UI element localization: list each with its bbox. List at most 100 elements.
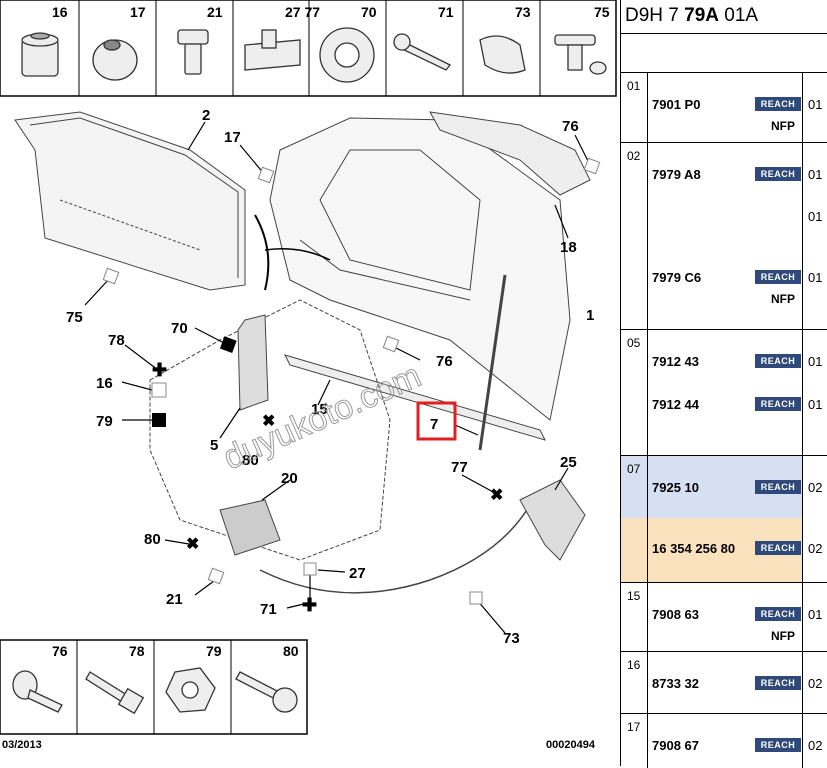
- diagram-canvas: 16 17 21 27 77 70 71 73 75: [0, 0, 617, 751]
- part-qty: 01: [808, 270, 823, 285]
- group-index: 16: [627, 658, 641, 672]
- hood-assembly-drawing: [14, 111, 591, 594]
- part-qty: 02: [808, 676, 823, 691]
- callout-2[interactable]: 2: [202, 107, 210, 124]
- svg-text:✚: ✚: [302, 595, 317, 615]
- header-bold: 79A: [684, 5, 719, 26]
- highlight-box: [416, 401, 457, 441]
- reach-badge: REACH: [755, 480, 801, 494]
- reach-badge: REACH: [755, 541, 801, 555]
- part-qty: 01: [808, 167, 823, 182]
- part-qty: 01: [808, 209, 823, 224]
- footer-date: 03/2013: [2, 739, 42, 751]
- reach-badge: REACH: [755, 738, 801, 752]
- group-17[interactable]: 17 7908 67 REACH 02: [621, 714, 827, 768]
- callout-1[interactable]: 1: [586, 307, 594, 324]
- callout-70[interactable]: 70: [171, 320, 188, 337]
- callout-73[interactable]: 73: [503, 630, 520, 647]
- callout-78[interactable]: 78: [108, 332, 125, 349]
- svg-text:✖: ✖: [186, 536, 199, 553]
- screw-icon: [393, 33, 452, 71]
- part-qty: 01: [808, 354, 823, 369]
- group-07[interactable]: 07 7925 10 REACH 02 16 354 256 80 REACH …: [621, 456, 827, 583]
- part-ref: 7901 P0: [652, 97, 701, 112]
- callout-25[interactable]: 25: [560, 454, 577, 471]
- callout-80[interactable]: 80: [242, 452, 259, 469]
- callout-20[interactable]: 20: [281, 470, 298, 487]
- part-ref: 7979 A8: [652, 167, 701, 182]
- thumb-label-27-77: 27 77: [285, 4, 320, 20]
- thumb-label-78: 78: [129, 643, 145, 659]
- clip-icon: [12, 670, 63, 713]
- part-qty: 01: [808, 97, 823, 112]
- part-qty: 02: [808, 541, 823, 556]
- callout-27[interactable]: 27: [349, 565, 366, 582]
- callout-80-lower[interactable]: 80: [144, 531, 161, 548]
- thumb-label-79: 79: [206, 643, 222, 659]
- group-02[interactable]: 02 7979 A8 REACH 01 01 7979 C6 REACH 01 …: [621, 143, 827, 330]
- panel-spacer: [621, 34, 827, 73]
- nfp-label: NFP: [771, 629, 795, 643]
- thumb-label-80: 80: [283, 643, 299, 659]
- callout-15[interactable]: 15: [311, 401, 328, 418]
- callout-17[interactable]: 17: [224, 129, 241, 146]
- part-ref: 7979 C6: [652, 270, 702, 285]
- header-suffix: 01A: [719, 5, 759, 26]
- group-01[interactable]: 01 7901 P0 REACH 01 NFP: [621, 73, 827, 143]
- group-index: 15: [627, 589, 641, 603]
- push-pin-icon: [554, 34, 607, 75]
- callout-7[interactable]: 7: [430, 416, 438, 433]
- reach-badge: REACH: [755, 397, 801, 411]
- header-prefix: D9H 7: [625, 5, 685, 26]
- callout-77[interactable]: 77: [451, 459, 468, 476]
- callout-76-lower[interactable]: 76: [436, 353, 453, 370]
- group-15[interactable]: 15 7908 63 REACH 01 NFP: [621, 583, 827, 652]
- nfp-label: NFP: [771, 119, 795, 133]
- nfp-label: NFP: [771, 292, 795, 306]
- svg-text:✖: ✖: [490, 487, 503, 504]
- reach-badge: REACH: [755, 676, 801, 690]
- reach-badge: REACH: [755, 167, 801, 181]
- thumb-label-71: 71: [438, 4, 454, 20]
- group-16[interactable]: 16 8733 32 REACH 02: [621, 652, 827, 714]
- part-ref: 8733 32: [652, 676, 699, 691]
- callout-16[interactable]: 16: [96, 375, 113, 392]
- group-index: 07: [627, 462, 641, 476]
- hex-nut-icon: [165, 667, 216, 713]
- part-ref: 7912 44: [652, 397, 699, 412]
- cable-clip-icon: [479, 35, 526, 74]
- bolt-icon: [85, 671, 145, 715]
- group-index: 17: [627, 720, 641, 734]
- part-ref: 7912 43: [652, 354, 699, 369]
- thumb-label-17: 17: [130, 4, 146, 20]
- part-ref: 7908 63: [652, 607, 699, 622]
- callout-76[interactable]: 76: [562, 118, 579, 135]
- callout-18[interactable]: 18: [560, 239, 577, 256]
- thumb-label-70: 70: [361, 4, 377, 20]
- group-index: 02: [627, 149, 641, 163]
- callout-21[interactable]: 21: [166, 591, 183, 608]
- thumb-strip-bottom: [0, 639, 308, 735]
- group-index: 05: [627, 336, 641, 350]
- part-qty: 01: [808, 607, 823, 622]
- callout-79[interactable]: 79: [96, 413, 113, 430]
- parts-diagram: 16 17 21 27 77 70 71 73 75: [0, 0, 617, 751]
- part-qty: 02: [808, 480, 823, 495]
- thumb-label-75: 75: [594, 4, 610, 20]
- callout-71[interactable]: 71: [260, 601, 277, 618]
- bolt-washer-icon: [235, 671, 298, 713]
- reach-badge: REACH: [755, 354, 801, 368]
- grommet-icon: [92, 39, 138, 81]
- callout-5[interactable]: 5: [210, 437, 218, 454]
- push-rivet-icon: [177, 29, 209, 75]
- thumb-label-21: 21: [207, 4, 223, 20]
- callout-75[interactable]: 75: [66, 309, 83, 326]
- rubber-bump-stop-icon: [21, 32, 59, 77]
- thumb-label-16: 16: [52, 4, 68, 20]
- reach-badge: REACH: [755, 607, 801, 621]
- part-qty: 01: [808, 397, 823, 412]
- leader-lines: [84, 121, 591, 634]
- part-markers: ✚ ✚ ✖ ✖ ✖: [102, 157, 601, 615]
- group-05[interactable]: 05 7912 43 REACH 01 7912 44 REACH 01: [621, 330, 827, 456]
- footer-code: 00020494: [546, 739, 596, 751]
